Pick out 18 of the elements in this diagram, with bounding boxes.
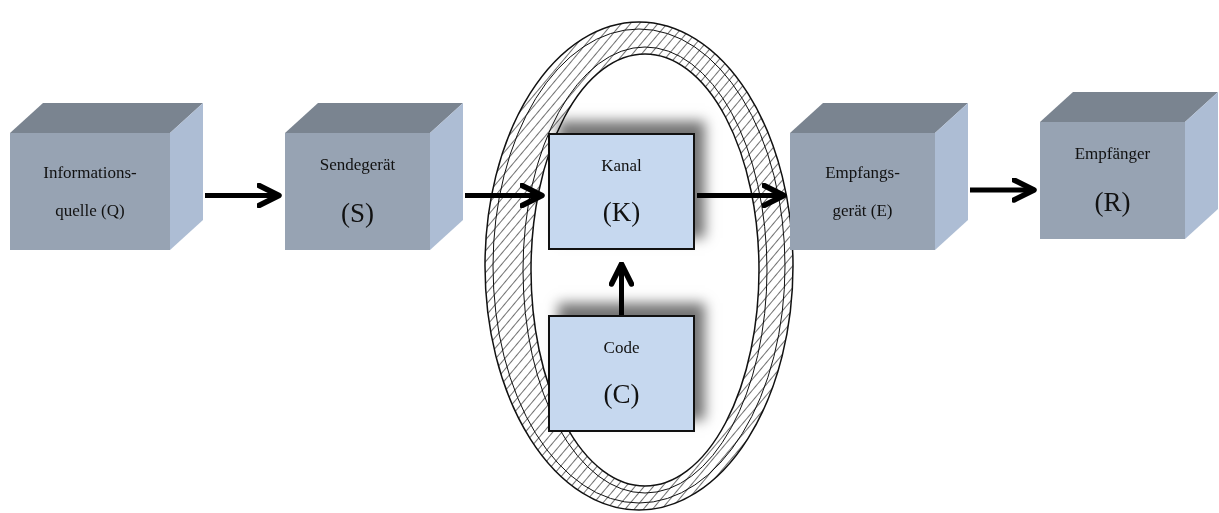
node-symbol: (R)	[1094, 186, 1131, 218]
node-label: Sendegerät	[319, 154, 396, 177]
node-label: Code	[603, 336, 640, 359]
arrow	[970, 177, 1037, 203]
node-symbol: (C)	[603, 379, 640, 411]
arrow	[465, 182, 545, 209]
node-label: Empfangs- gerät (E)	[824, 162, 901, 222]
hatched-ring	[485, 22, 793, 510]
process-box	[548, 315, 695, 432]
node-label: Kanal	[601, 154, 642, 177]
node-symbol: (K)	[602, 197, 641, 229]
arrow	[697, 182, 787, 209]
node-label: Informations- quelle (Q)	[42, 162, 138, 222]
arrow	[205, 182, 282, 209]
node-symbol: (S)	[341, 197, 374, 229]
node-label: Empfänger	[1074, 143, 1151, 166]
process-box	[548, 133, 695, 250]
arrow	[608, 261, 635, 315]
